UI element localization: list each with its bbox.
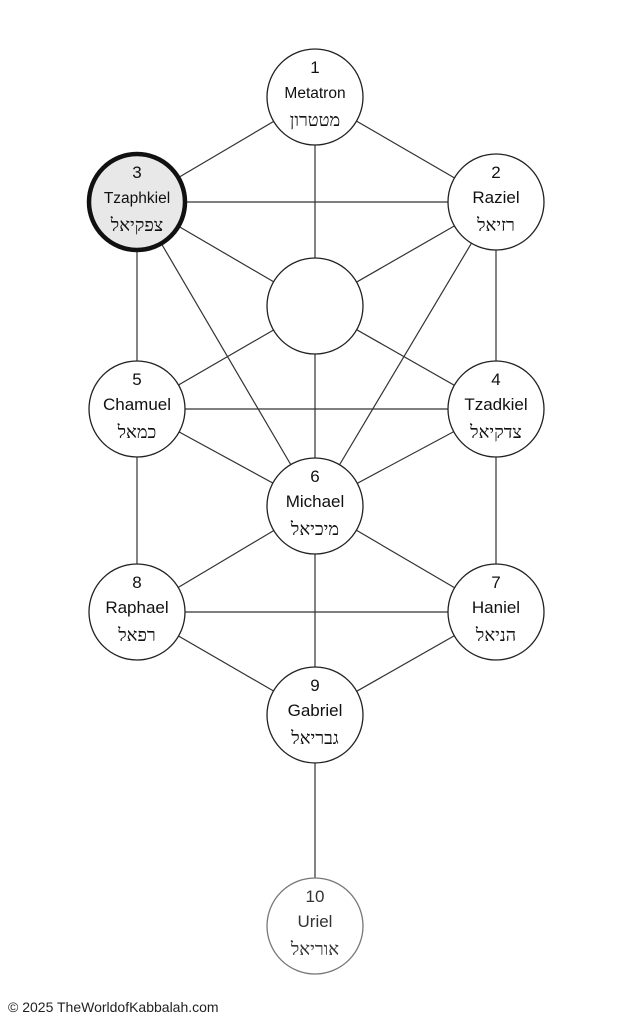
node-circle-haniel [447,563,545,661]
node-number: 2 [491,163,500,182]
node-number: 6 [310,467,319,486]
node-circle-uriel [266,877,364,975]
node-hebrew-name: אוריאל [290,939,339,960]
node-hebrew-name: כמאל [117,422,157,443]
node-hebrew-name: צדקיאל [469,422,522,443]
node-circle-chamuel [88,360,186,458]
node-circle-michael [266,457,364,555]
node-number: 10 [306,887,325,906]
node-name: Uriel [298,912,333,931]
node-circle-gabriel [266,666,364,764]
node-hebrew-name: הניאל [475,625,516,646]
node-hebrew-name: מטטרון [290,110,340,131]
node-name: Raphael [105,598,168,617]
node-number: 4 [491,370,500,389]
path-raziel-michael [314,201,497,507]
node-circle-metatron [266,48,364,146]
node-hebrew-name: רזיאל [476,215,515,236]
copyright-notice: © 2025 TheWorldofKabbalah.com [8,999,219,1015]
node-daat [266,257,364,355]
node-name: Raziel [472,188,519,207]
node-number: 3 [132,163,141,182]
node-circle-raziel [447,153,545,251]
node-name: Chamuel [103,395,171,414]
node-name: Gabriel [288,701,343,720]
node-hebrew-name: מיכיאל [290,519,339,540]
node-number: 5 [132,370,141,389]
node-circle-tzaphkiel [86,151,188,253]
node-number: 7 [491,573,500,592]
node-name: Metatron [284,85,345,102]
node-hebrew-name: גבריאל [290,728,338,749]
node-name: Tzadkiel [464,395,527,414]
node-number: 9 [310,676,319,695]
node-name: Tzaphkiel [104,190,170,207]
node-name: Michael [286,492,345,511]
path-tzaphkiel-michael [136,201,316,507]
node-number: 1 [310,58,319,77]
node-circle-raphael [88,563,186,661]
node-name: Haniel [472,598,520,617]
node-number: 8 [132,573,141,592]
node-hebrew-name: צפקיאל [110,215,163,236]
node-hebrew-name: רפאל [117,625,156,646]
node-circle-tzadkiel [447,360,545,458]
node-circle-daat [266,257,364,355]
